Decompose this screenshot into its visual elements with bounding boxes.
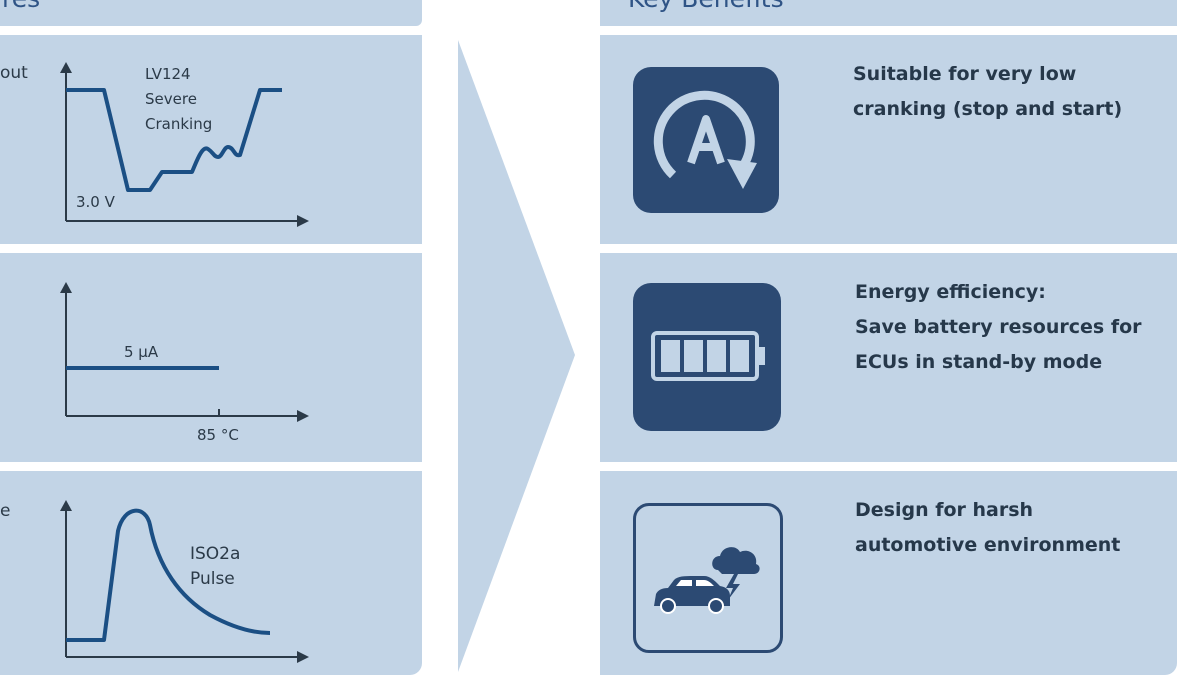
benefit-line: ECUs in stand-by mode xyxy=(855,351,1103,373)
benefit-line: Energy efficiency: xyxy=(855,281,1046,303)
pulse-label-line2: Pulse xyxy=(190,569,235,589)
benefit-line: Design for harsh xyxy=(855,499,1034,521)
feature-label-partial: e xyxy=(0,501,11,521)
left-header-title: res xyxy=(2,0,40,13)
y-axis-arrow xyxy=(60,282,72,293)
pulse-label-line1: ISO2a xyxy=(190,544,240,564)
benefit-row-cranking: Suitable for very low cranking (stop and… xyxy=(600,35,1177,244)
feature-label-partial: out xyxy=(0,63,28,83)
cranking-chart: LV124 Severe Cranking 3.0 V xyxy=(60,62,309,227)
pulse-waveform xyxy=(66,508,271,642)
benefit-line: Save battery resources for xyxy=(855,316,1142,338)
chevron-arrow xyxy=(458,40,575,672)
cranking-waveform xyxy=(66,88,282,192)
benefit-text-cranking: Suitable for very low cranking (stop and… xyxy=(853,57,1122,127)
feature-row-current: 5 μA 85 °C xyxy=(0,253,422,462)
cranking-label-line2: Severe xyxy=(145,90,197,108)
right-header-panel: Key Benefits xyxy=(600,0,1177,26)
cranking-label-line3: Cranking xyxy=(145,115,212,133)
y-axis-arrow xyxy=(60,62,72,73)
feature-row-cranking: out LV124 Severe Cranking 3.0 V xyxy=(0,35,422,244)
cranking-label-line1: LV124 xyxy=(145,65,191,83)
auto-start-stop-icon xyxy=(633,67,779,213)
min-voltage-label: 3.0 V xyxy=(76,193,116,211)
benefit-row-harsh-environment: Design for harsh automotive environment xyxy=(600,471,1177,675)
temp-label: 85 °C xyxy=(197,426,239,444)
benefit-row-energy: Energy efficiency: Save battery resource… xyxy=(600,253,1177,462)
car-storm-icon xyxy=(633,503,783,653)
benefit-text-harsh: Design for harsh automotive environment xyxy=(855,493,1120,563)
x-axis-arrow xyxy=(297,651,309,663)
benefit-line: automotive environment xyxy=(855,534,1121,556)
benefit-line: Suitable for very low xyxy=(853,63,1077,85)
y-axis-arrow xyxy=(60,500,72,511)
feature-row-pulse: e ISO2a Pulse xyxy=(0,471,422,675)
left-header-panel: res xyxy=(0,0,422,26)
x-axis-arrow xyxy=(297,410,309,422)
key-benefits-title: Key Benefits xyxy=(628,0,784,13)
battery-icon xyxy=(633,283,781,431)
x-axis-arrow xyxy=(297,215,309,227)
benefit-text-energy: Energy efficiency: Save battery resource… xyxy=(855,275,1142,380)
current-chart: 5 μA 85 °C xyxy=(60,282,309,444)
benefit-line: cranking (stop and start) xyxy=(853,98,1123,120)
current-label: 5 μA xyxy=(124,343,159,361)
pulse-chart: ISO2a Pulse xyxy=(60,500,309,663)
